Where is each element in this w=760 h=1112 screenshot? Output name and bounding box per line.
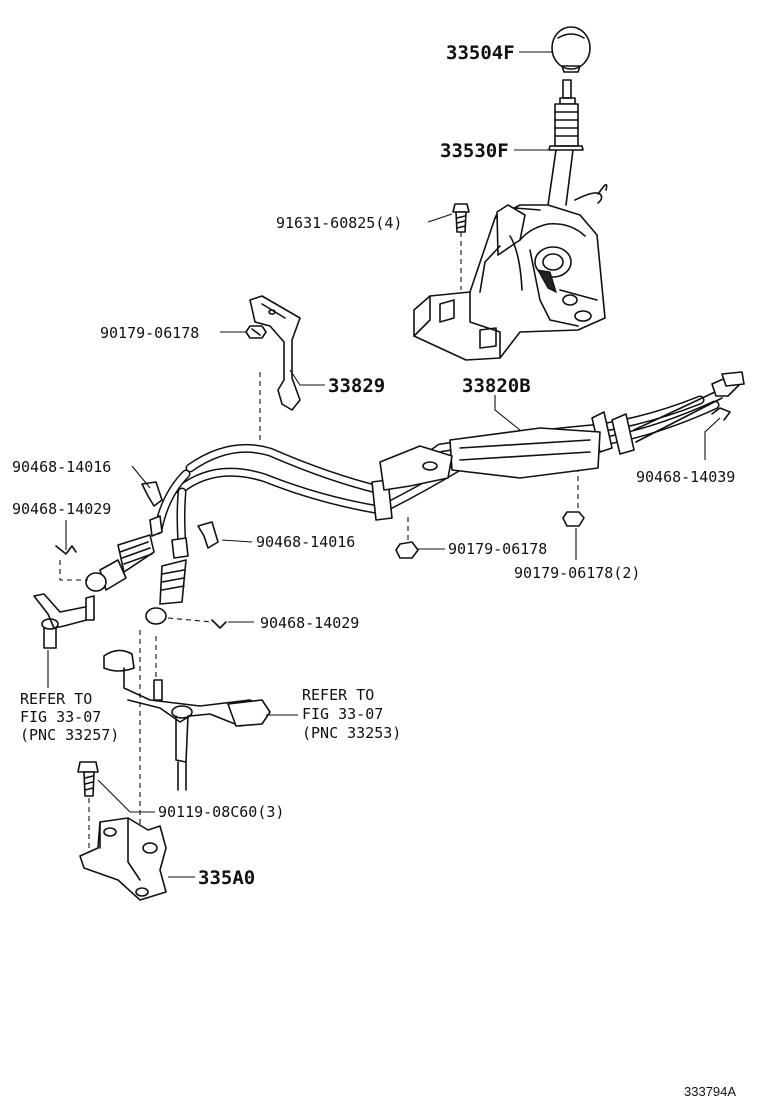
label-shift-lever: 33530F	[440, 140, 509, 162]
support-bracket[interactable]	[79, 817, 167, 901]
label-cable-assembly: 33820B	[462, 375, 531, 397]
diagram-id: 333794A	[684, 1084, 736, 1099]
lower-bolt[interactable]	[77, 761, 99, 856]
label-refer-left-3: (PNC 33257)	[20, 726, 119, 744]
label-clip-mid: 90468-14016	[256, 533, 355, 551]
cable-nut-mid[interactable]	[395, 515, 419, 559]
label-nut-right: 90179-06178(2)	[514, 564, 640, 582]
label-refer-right-3: (PNC 33253)	[302, 724, 401, 742]
cable-bracket[interactable]	[249, 295, 301, 411]
clip-mid[interactable]	[197, 521, 219, 549]
upper-bolt[interactable]	[452, 203, 470, 290]
shift-knob[interactable]	[551, 26, 591, 73]
clip-left[interactable]	[141, 481, 163, 507]
shift-cable-assembly[interactable]	[85, 371, 745, 625]
label-clip-left: 90468-14016	[12, 458, 111, 476]
cable-nut-right[interactable]	[562, 470, 585, 527]
pin-right[interactable]	[711, 407, 731, 421]
label-bracket: 33829	[328, 375, 385, 397]
pin-left[interactable]	[55, 545, 88, 581]
shift-lever[interactable]	[547, 79, 608, 206]
label-nut-mid: 90179-06178	[448, 540, 547, 558]
left-select-lever[interactable]	[33, 593, 95, 649]
label-refer-left-1: REFER TO	[20, 690, 92, 708]
label-refer-right-1: REFER TO	[302, 686, 374, 704]
label-knob: 33504F	[446, 42, 515, 64]
label-nut-bracket: 90179-06178	[100, 324, 199, 342]
label-refer-right-2: FIG 33-07	[302, 705, 383, 723]
pin-mid[interactable]	[167, 617, 227, 629]
shift-lever-housing[interactable]	[413, 204, 606, 361]
label-support-bracket: 335A0	[198, 867, 255, 889]
label-bolt-lower: 90119-08C60(3)	[158, 803, 284, 821]
label-pin-mid: 90468-14029	[260, 614, 359, 632]
label-bolt-upper: 91631-60825(4)	[276, 214, 402, 232]
label-pin-left: 90468-14029	[12, 500, 111, 518]
label-refer-left-2: FIG 33-07	[20, 708, 101, 726]
bracket-nut[interactable]	[245, 325, 267, 339]
right-shift-lever[interactable]	[103, 649, 271, 791]
label-pin-right: 90468-14039	[636, 468, 735, 486]
